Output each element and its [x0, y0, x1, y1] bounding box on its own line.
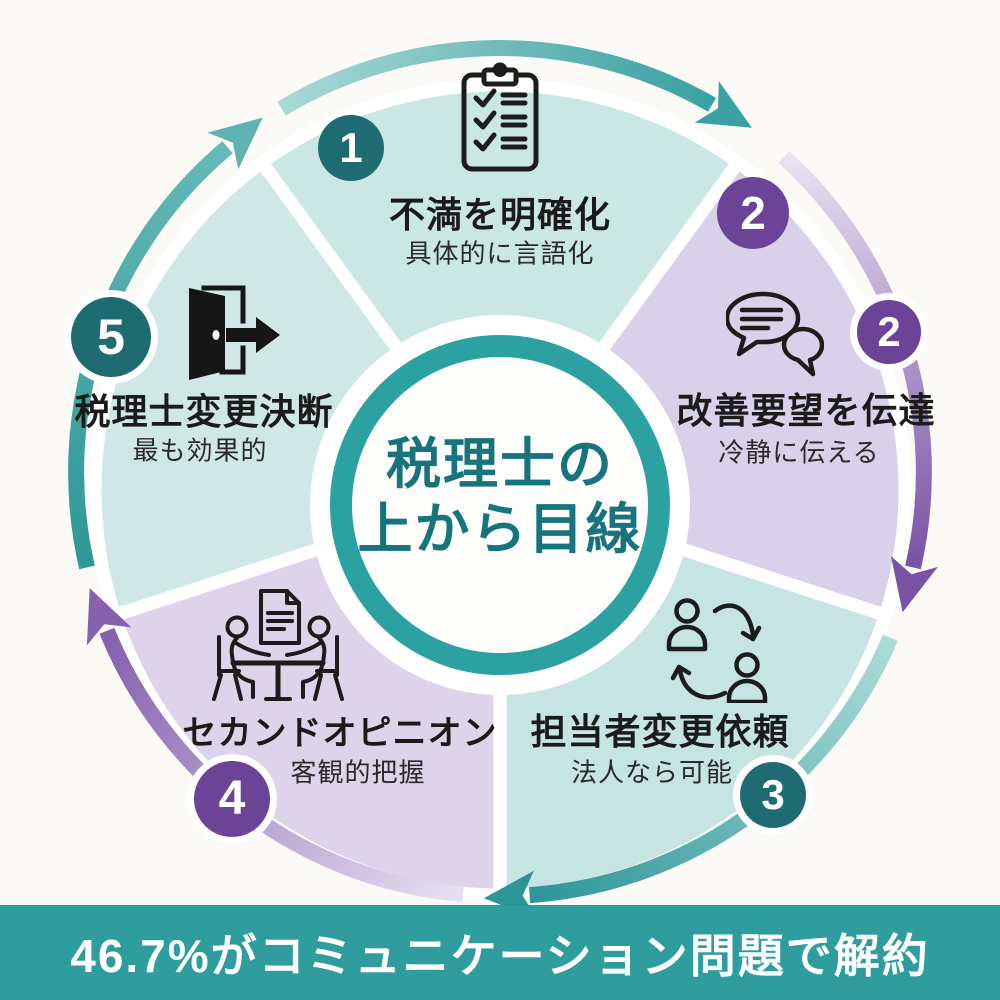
step-2-subtitle: 冷静に伝える — [718, 437, 880, 468]
step-3-subtitle: 法人なら可能 — [570, 757, 734, 788]
step-1-subtitle: 具体的に言語化 — [405, 238, 595, 269]
step-5-subtitle: 最も効果的 — [132, 435, 268, 466]
center-ring — [330, 335, 670, 675]
clipboard-checklist-icon — [461, 62, 539, 172]
bottom-banner: 46.7%がコミュニケーション問題で解約 — [0, 905, 1000, 1000]
center-title-line2: 上から目線 — [357, 498, 643, 560]
step-1-title: 不満を明確化 — [388, 194, 612, 235]
center-title: 税理士の 上から目線 — [357, 432, 642, 562]
meeting-discussion-icon — [212, 589, 344, 701]
person-swap-icon — [666, 598, 768, 703]
step-2-title: 改善要望を伝達 — [676, 390, 936, 431]
center-title-line1: 税理士の — [385, 433, 615, 496]
step-1-badge: 1 — [318, 115, 384, 181]
step-2-badge-outer: 2 — [857, 300, 921, 364]
step-5-title: 税理士変更決断 — [74, 391, 334, 432]
bottom-banner-text: 46.7%がコミュニケーション問題で解約 — [70, 929, 930, 982]
step-4-title: セカンドオピニオン — [182, 714, 498, 753]
exit-door-icon — [189, 285, 280, 380]
step-4-subtitle: 客観的把握 — [290, 757, 426, 788]
step-5-badge: 5 — [71, 297, 151, 377]
cycle-arrow-3 — [483, 634, 898, 919]
step-4-badge: 4 — [194, 761, 270, 837]
step-3-title: 担当者変更依頼 — [530, 711, 790, 752]
step-3-badge: 3 — [740, 762, 806, 828]
speech-bubbles-icon — [726, 291, 824, 377]
cycle-arrow-1 — [277, 40, 752, 128]
step-2-badge: 2 — [717, 177, 789, 249]
